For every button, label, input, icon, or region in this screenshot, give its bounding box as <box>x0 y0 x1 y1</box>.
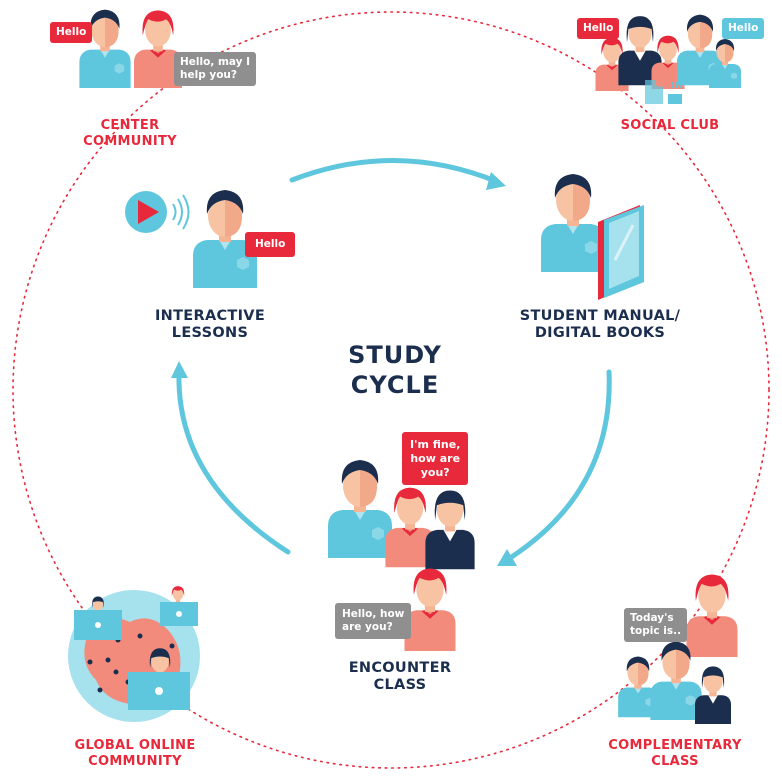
bubble-text: I'm fine, <box>410 438 461 451</box>
bubble-text: Hello <box>583 22 614 34</box>
bubble-text: are you? <box>342 621 393 634</box>
bubble-text: Hello, may I <box>180 56 251 68</box>
label-line: COMMUNITY <box>83 133 177 149</box>
step-label-interactive-lessons: INTERACTIVE LESSONS <box>130 308 290 343</box>
sound-wave-icon <box>172 194 190 230</box>
label-line: STUDENT MANUAL/ <box>519 308 681 324</box>
coffee-cup-icon <box>668 81 682 104</box>
center-help-bubble: Hello, may I help you? <box>174 52 257 87</box>
bubble-text: help you? <box>180 69 237 82</box>
complementary-topic-bubble: Today's topic is.. <box>624 608 688 643</box>
drink-glass-icon <box>645 77 665 104</box>
community-label-center: CENTER COMMUNITY <box>60 118 200 149</box>
laptop-icon <box>160 586 198 626</box>
community-label-global-online: GLOBAL ONLINE COMMUNITY <box>60 738 210 769</box>
cycle-arrows <box>171 158 612 566</box>
label-line: INTERACTIVE <box>154 308 266 324</box>
label-line: ENCOUNTER <box>348 660 452 676</box>
bubble-text: Hello, how <box>342 608 405 620</box>
label-line: GLOBAL ONLINE <box>74 738 196 753</box>
student-manual-illustration <box>541 174 644 300</box>
bubble-text: Today's <box>630 612 674 624</box>
community-label-social-club: SOCIAL CLUB <box>600 118 740 134</box>
label-line: CLASS <box>651 753 699 769</box>
title-line: CYCLE <box>350 371 440 399</box>
label-line: CLASS <box>373 677 427 694</box>
arrow-manual-to-encounter <box>507 369 612 561</box>
tablet-icon <box>598 205 644 300</box>
step-label-student-manual: STUDENT MANUAL/ DIGITAL BOOKS <box>500 308 700 343</box>
encounter-hello-bubble: Hello, how are you? <box>335 603 412 640</box>
label-line: LESSONS <box>171 325 249 342</box>
global-online-community-illustration <box>68 586 200 722</box>
laptop-icon <box>128 648 190 710</box>
interactive-lessons-illustration <box>125 190 257 288</box>
social-hello-right-bubble: Hello <box>722 18 765 40</box>
label-line: SOCIAL CLUB <box>620 118 720 133</box>
label-line: COMMUNITY <box>88 753 182 769</box>
label-line: DIGITAL BOOKS <box>534 325 666 342</box>
label-line: CENTER <box>100 118 160 133</box>
social-club-illustration <box>595 14 741 104</box>
bubble-text: topic is.. <box>630 625 682 638</box>
social-hello-left-bubble: Hello <box>577 18 620 40</box>
bubble-text: Hello <box>56 26 87 38</box>
community-label-complementary: COMPLEMENTARY CLASS <box>600 738 750 769</box>
center-hello-bubble: Hello <box>50 22 93 44</box>
bubble-text: Hello <box>728 22 759 34</box>
complementary-class-illustration <box>618 574 738 724</box>
community-dotted-circle <box>12 11 770 769</box>
arrow-lessons-to-manual <box>289 158 501 185</box>
arrow-encounter-to-lessons <box>176 369 291 555</box>
laptop-icon <box>74 596 122 640</box>
label-line: COMPLEMENTARY <box>608 738 742 753</box>
encounter-fine-bubble: I'm fine, how are you? <box>402 432 469 486</box>
bubble-text: you? <box>420 465 450 479</box>
lessons-hello-bubble: Hello <box>245 232 296 258</box>
bubble-text: how are <box>410 451 461 465</box>
bubble-text: Hello <box>255 238 286 250</box>
title-line: STUDY <box>348 341 442 369</box>
diagram-title: STUDY CYCLE <box>320 340 470 400</box>
step-label-encounter-class: ENCOUNTER CLASS <box>320 660 480 695</box>
center-community-illustration <box>79 9 182 89</box>
